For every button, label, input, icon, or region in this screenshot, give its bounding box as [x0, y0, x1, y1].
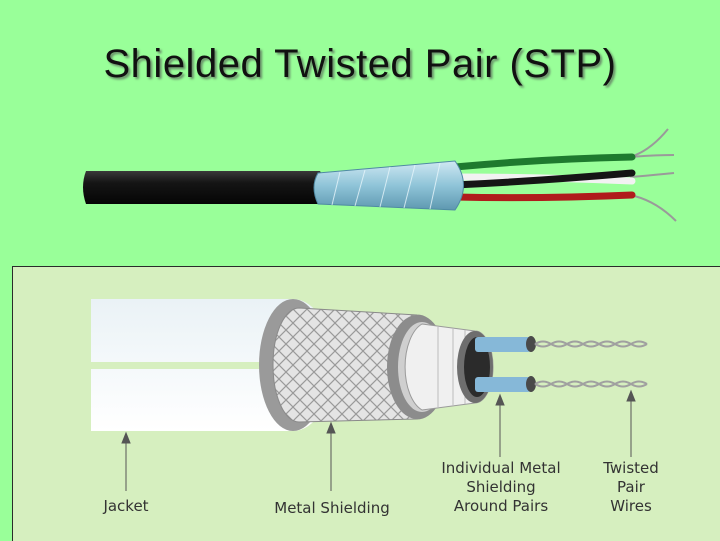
wire-1-insulation	[475, 337, 531, 352]
jacket-split	[91, 362, 291, 369]
callout-arrows	[121, 389, 636, 491]
cable-illustration	[91, 299, 648, 491]
metal-shielding-label: Metal Shielding	[274, 499, 390, 517]
individual-shielding-label: Individual Metal Shielding Around Pairs	[441, 459, 561, 515]
twisted-strands	[534, 340, 648, 388]
twisted-pair-wires-label: Twisted Pair Wires	[603, 459, 659, 515]
black-wire	[451, 169, 636, 189]
foil-wrap-lines	[331, 162, 441, 210]
red-wire	[451, 191, 636, 202]
stp-cross-section-diagram: Jacket Metal Shielding Individual Metal …	[12, 266, 720, 541]
black-jacket	[83, 171, 325, 204]
wire-2-insulation	[475, 377, 531, 392]
page-title: Shielded Twisted Pair (STP)	[103, 42, 617, 86]
bare-wire-ends	[629, 128, 677, 222]
stp-cable-photo	[83, 128, 677, 222]
green-wire	[451, 153, 636, 171]
jacket-label: Jacket	[103, 497, 149, 515]
foil-shield	[313, 160, 464, 211]
